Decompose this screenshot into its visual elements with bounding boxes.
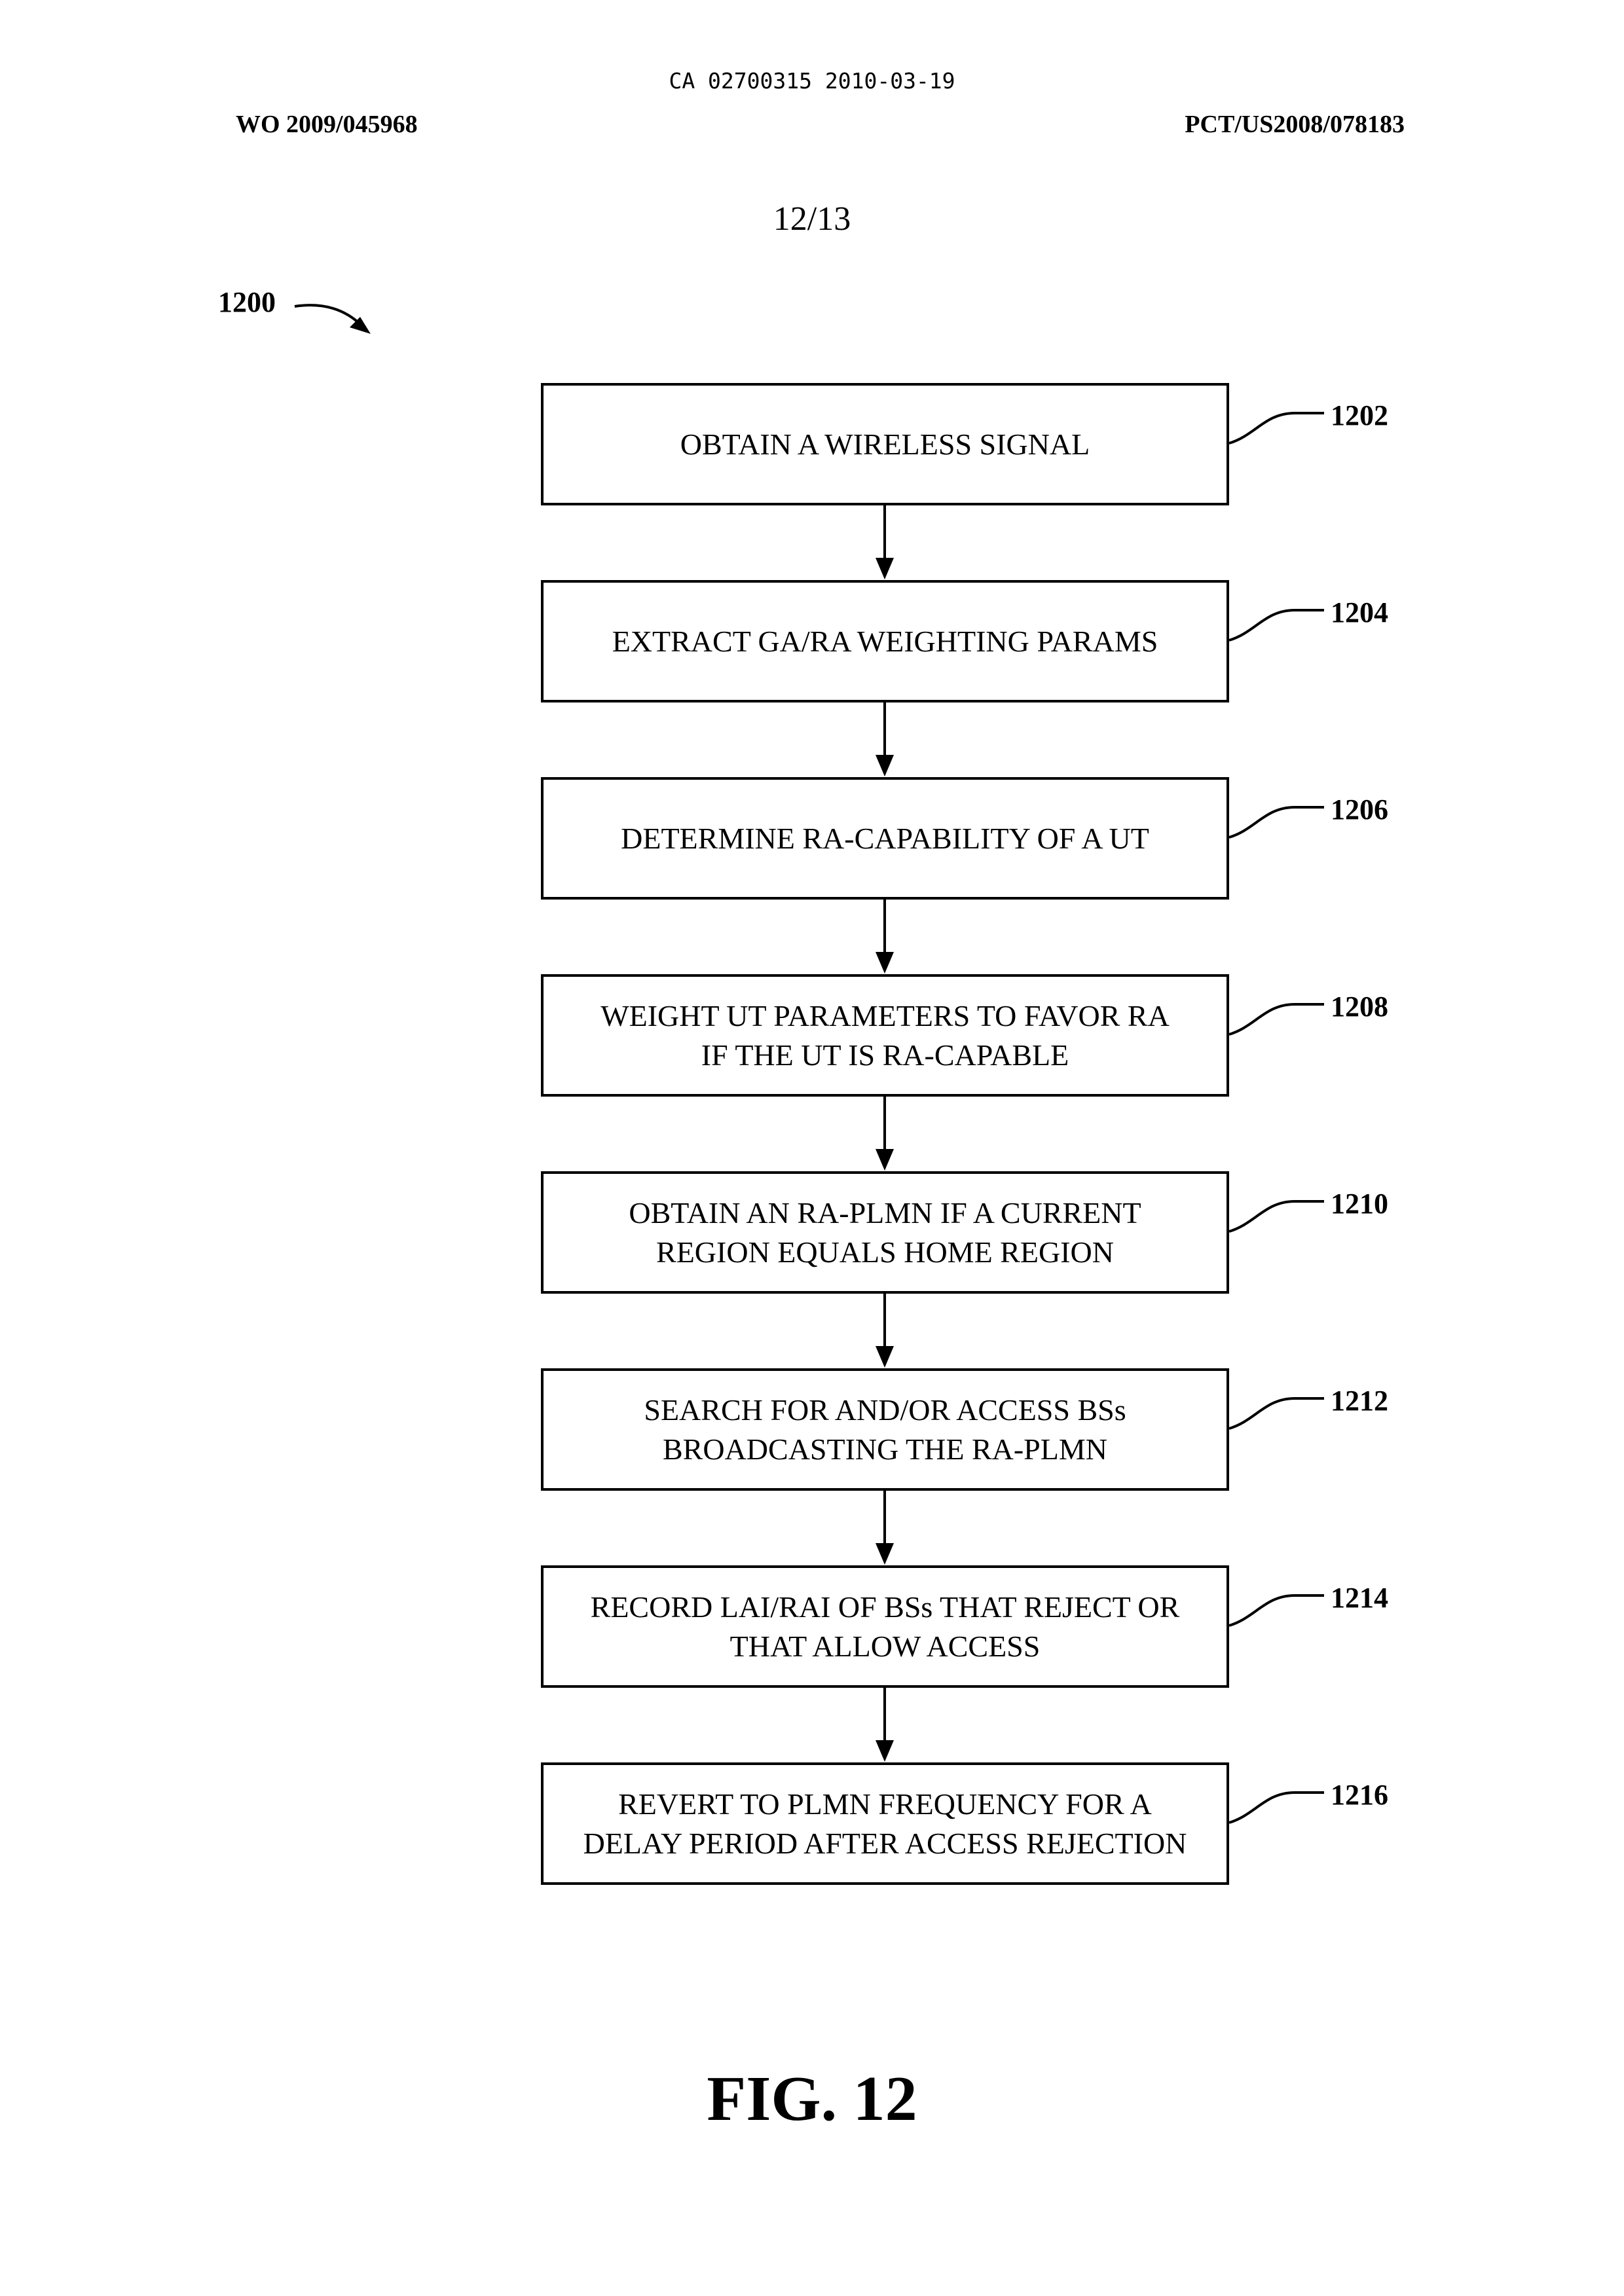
step-ref-label-1210: 1210 [1331, 1187, 1388, 1220]
step-text: RECORD LAI/RAI OF BSs THAT REJECT OR THA… [581, 1588, 1189, 1666]
step-box-1206: DETERMINE RA-CAPABILITY OF A UT [541, 777, 1229, 900]
step-ref-label-1204: 1204 [1331, 596, 1388, 629]
step-text: OBTAIN AN RA-PLMN IF A CURRENT REGION EQ… [619, 1194, 1150, 1272]
step-box-1204: EXTRACT GA/RA WEIGHTING PARAMS [541, 580, 1229, 702]
step-ref-label-1206: 1206 [1331, 793, 1388, 826]
step-ref-label-1214: 1214 [1331, 1581, 1388, 1614]
step-box-1214: RECORD LAI/RAI OF BSs THAT REJECT OR THA… [541, 1565, 1229, 1688]
step-ref-label-1216: 1216 [1331, 1778, 1388, 1812]
step-box-1212: SEARCH FOR AND/OR ACCESS BSs BROADCASTIN… [541, 1368, 1229, 1491]
step-box-1210: OBTAIN AN RA-PLMN IF A CURRENT REGION EQ… [541, 1171, 1229, 1294]
step-ref-label-1202: 1202 [1331, 399, 1388, 432]
step-box-1202: OBTAIN A WIRELESS SIGNAL [541, 383, 1229, 505]
step-text: SEARCH FOR AND/OR ACCESS BSs BROADCASTIN… [635, 1391, 1135, 1469]
step-text: WEIGHT UT PARAMETERS TO FAVOR RA IF THE … [591, 996, 1179, 1075]
step-ref-label-1212: 1212 [1331, 1384, 1388, 1417]
step-box-1208: WEIGHT UT PARAMETERS TO FAVOR RA IF THE … [541, 974, 1229, 1097]
step-text: EXTRACT GA/RA WEIGHTING PARAMS [603, 622, 1168, 661]
step-box-1216: REVERT TO PLMN FREQUENCY FOR A DELAY PER… [541, 1762, 1229, 1885]
step-ref-label-1208: 1208 [1331, 990, 1388, 1023]
step-text: REVERT TO PLMN FREQUENCY FOR A DELAY PER… [574, 1785, 1196, 1863]
step-text: DETERMINE RA-CAPABILITY OF A UT [612, 819, 1158, 858]
figure-caption: FIG. 12 [0, 2062, 1624, 2136]
step-text: OBTAIN A WIRELESS SIGNAL [671, 425, 1099, 464]
